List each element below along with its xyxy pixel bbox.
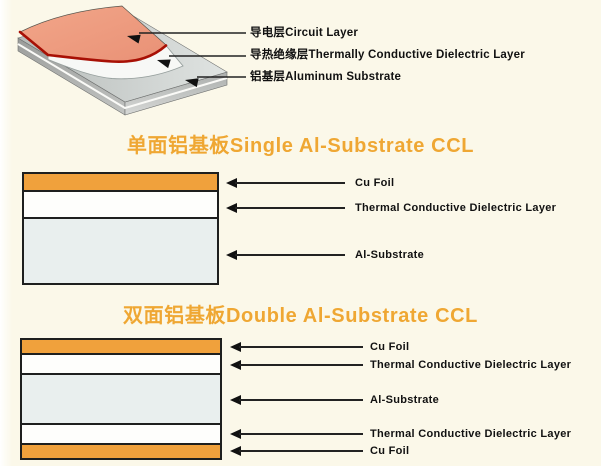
single-label-al-substrate: Al-Substrate [355, 249, 424, 261]
double-layer-dielectric-bottom [20, 423, 222, 445]
hero-leader-arrows [139, 32, 246, 78]
single-layer-cu-foil [22, 172, 219, 192]
double-label-al-substrate: Al-Substrate [370, 394, 439, 406]
arrow-icon [226, 203, 345, 213]
single-ccl-stack [22, 172, 219, 285]
arrow-icon [230, 395, 363, 405]
arrow-icon [230, 360, 363, 370]
arrow-icon [230, 446, 363, 456]
hero-label-aluminum-substrate: 铝基层Aluminum Substrate [250, 71, 402, 83]
al-substrate-3d-illustration [17, 5, 246, 116]
double-ccl-stack [20, 338, 222, 460]
double-label-dielectric-bottom: Thermal Conductive Dielectric Layer [370, 428, 572, 440]
circuit-layer-red-edge [18, 30, 168, 63]
hero-label-circuit-layer: 导电层Circuit Layer [250, 27, 359, 39]
arrow-icon [230, 342, 363, 352]
double-ccl-title: 双面铝基板Double Al-Substrate CCL [123, 305, 478, 327]
single-layer-dielectric [22, 190, 219, 219]
hero-label-dielectric-layer: 导热绝缘层Thermally Conductive Dielectric Lay… [250, 49, 525, 61]
arrow-icon [127, 34, 141, 44]
double-layer-cu-foil-bottom [20, 443, 222, 460]
slab-edge-highlight [17, 43, 228, 110]
arrow-icon [157, 59, 171, 69]
single-label-cu-foil: Cu Foil [355, 177, 395, 189]
double-label-dielectric-top: Thermal Conductive Dielectric Layer [370, 359, 572, 371]
double-label-cu-foil-bottom: Cu Foil [370, 445, 410, 457]
double-label-cu-foil-top: Cu Foil [370, 341, 410, 353]
double-layer-dielectric-top [20, 353, 222, 375]
arrow-icon [185, 78, 199, 88]
single-ccl-title: 单面铝基板Single Al-Substrate CCL [126, 135, 475, 157]
single-layer-al-substrate [22, 217, 219, 285]
arrow-icon [230, 429, 363, 439]
double-layer-al-substrate [20, 373, 222, 425]
hero-arrowheads [127, 34, 199, 88]
single-label-dielectric: Thermal Conductive Dielectric Layer [355, 202, 557, 214]
arrow-icon [226, 178, 345, 188]
arrow-icon [226, 250, 345, 260]
